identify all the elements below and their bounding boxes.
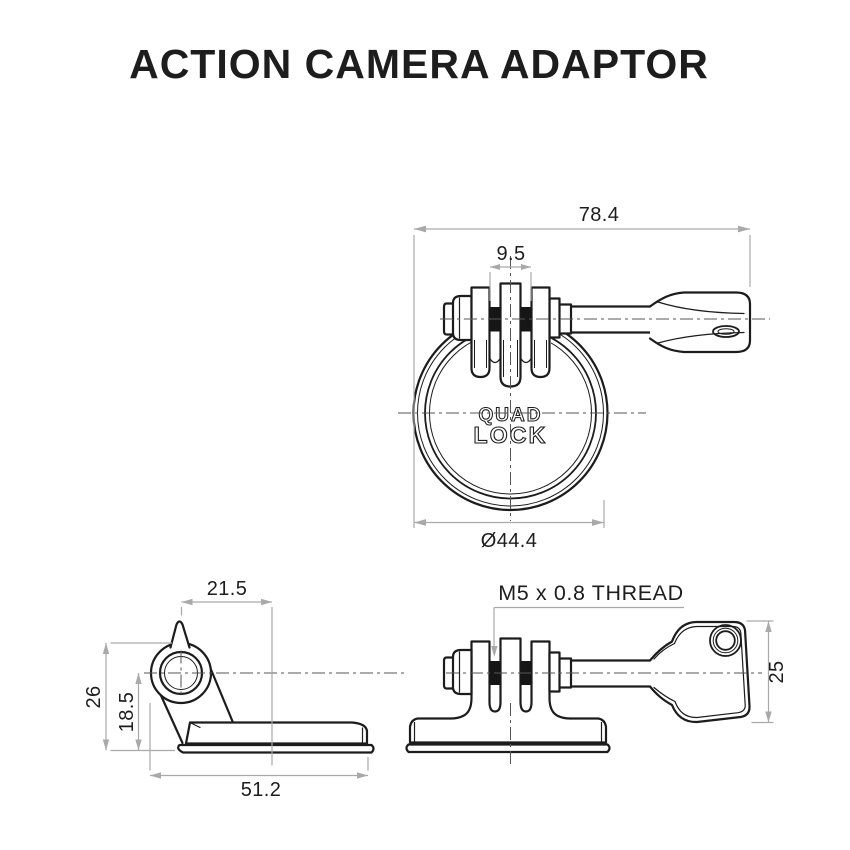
- thumbscrew-dimensions: 25: [746, 620, 788, 724]
- prong-fork: [449, 637, 572, 720]
- knob-dimension-arrows: [765, 621, 772, 723]
- dim-ring-diameter: Ø44.4: [481, 530, 537, 552]
- thread-sections: [489, 307, 532, 332]
- thread-label: M5 x 0.8 THREAD: [498, 581, 683, 605]
- dim-overall-width: 78.4: [579, 204, 620, 226]
- knob-handle-face: [648, 620, 751, 724]
- logo-line-quad: QUAD: [479, 405, 543, 426]
- base-slab-2-details: [413, 721, 603, 743]
- dim-hole-offset: 21.5: [207, 578, 248, 600]
- knob-hole-edge-inner: [717, 328, 735, 335]
- front-view: QUAD LOCK 78.4 9.5 Ø44.4: [398, 204, 770, 552]
- front-extension-lines: [413, 235, 751, 528]
- thread-callout: M5 x 0.8 THREAD: [491, 581, 684, 657]
- knob-hole-edge-outer: [712, 325, 740, 338]
- thread-sections-2: [489, 661, 532, 685]
- dim-prong-width: 9.5: [496, 243, 525, 265]
- screw-body-2: [442, 648, 655, 696]
- thumbscrew-center-lines: [446, 672, 762, 768]
- front-center-lines: [398, 256, 770, 521]
- knob-hole-outer: [709, 624, 742, 657]
- base-slab-details: [189, 721, 364, 743]
- base-lip: [177, 743, 375, 754]
- front-dimensions: 78.4 9.5 Ø44.4: [413, 204, 751, 552]
- page-title: ACTION CAMERA ADAPTOR: [129, 41, 709, 87]
- screw-body: [442, 294, 655, 342]
- prong-gap-arcs: [488, 357, 533, 364]
- dim-hole-center-height: 18.5: [116, 692, 138, 733]
- side-center-lines: [144, 650, 404, 697]
- base-lip-2: [405, 743, 611, 754]
- index-tab: [169, 620, 191, 649]
- base-slab-2: [408, 717, 608, 744]
- thread-leader-arrow: [491, 646, 498, 657]
- knob-hole-inner: [715, 630, 736, 651]
- thread-leader-line: [493, 606, 684, 649]
- prong-inner-edges: [474, 340, 547, 377]
- knob-handle-contours: [657, 301, 745, 344]
- thumbscrew-view: M5 x 0.8 THREAD 25: [405, 581, 788, 768]
- side-view: 21.5 26 18.5 51.2: [83, 578, 404, 801]
- knob-handle-edge: [648, 291, 752, 354]
- side-extension-lines: [110, 607, 369, 771]
- logo-line-lock: LOCK: [474, 422, 548, 448]
- knob-hole-mid: [712, 627, 739, 654]
- side-dimensions: 21.5 26 18.5 51.2: [83, 578, 369, 801]
- dim-knob-height: 25: [766, 660, 788, 683]
- side-dimension-lines: [105, 601, 368, 777]
- dim-base-length: 51.2: [241, 779, 282, 801]
- base-slab: [184, 721, 369, 745]
- dim-overall-height: 26: [83, 685, 105, 708]
- knob-handle-inner-contour: [653, 625, 746, 719]
- quad-lock-logo: QUAD LOCK: [473, 404, 548, 448]
